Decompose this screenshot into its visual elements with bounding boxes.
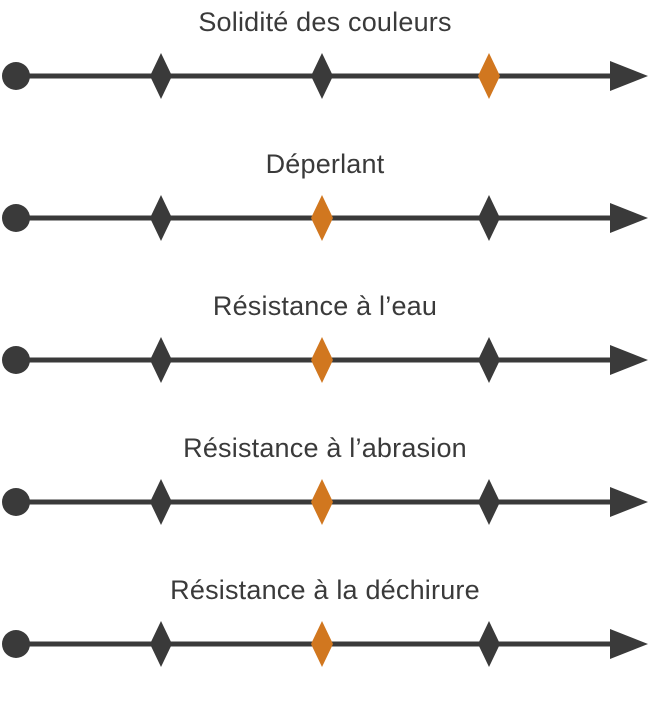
rating-diamond [150,195,172,241]
scale-title: Résistance à l’abrasion [183,433,467,463]
scale-row: Solidité des couleurs [0,0,650,142]
rating-diamond [150,53,172,99]
scale-title: Résistance à la déchirure [170,575,480,605]
rating-diamond-active [311,621,333,667]
axis-arrowhead-icon [610,61,648,91]
scale-row: Déperlant [0,142,650,284]
rating-diamond [478,195,500,241]
axis-start-dot [2,630,30,658]
scale-axis [2,195,648,241]
axis-start-dot [2,204,30,232]
scale-axis [2,337,648,383]
rating-diamond [311,53,333,99]
rating-diamond [150,337,172,383]
rating-diamond-active [311,195,333,241]
scale-axis [2,479,648,525]
axis-arrowhead-icon [610,345,648,375]
axis-start-dot [2,62,30,90]
rating-diamond [478,621,500,667]
axis-start-dot [2,346,30,374]
rating-diamond-active [311,337,333,383]
rating-diamond-active [478,53,500,99]
rating-diamond [150,621,172,667]
axis-arrowhead-icon [610,487,648,517]
rating-diamond-active [311,479,333,525]
rating-diamond [150,479,172,525]
scale-title: Résistance à l’eau [212,291,438,321]
scale-title: Déperlant [265,149,385,179]
scale-axis [2,53,648,99]
scale-axis [2,621,648,667]
scale-title: Solidité des couleurs [198,7,452,37]
axis-arrowhead-icon [610,629,648,659]
axis-start-dot [2,488,30,516]
rating-diamond [478,337,500,383]
axis-arrowhead-icon [610,203,648,233]
rating-diamond [478,479,500,525]
scale-row: Résistance à l’abrasion [0,426,650,568]
scale-row: Résistance à l’eau [0,284,650,426]
scale-row: Résistance à la déchirure [0,568,650,710]
